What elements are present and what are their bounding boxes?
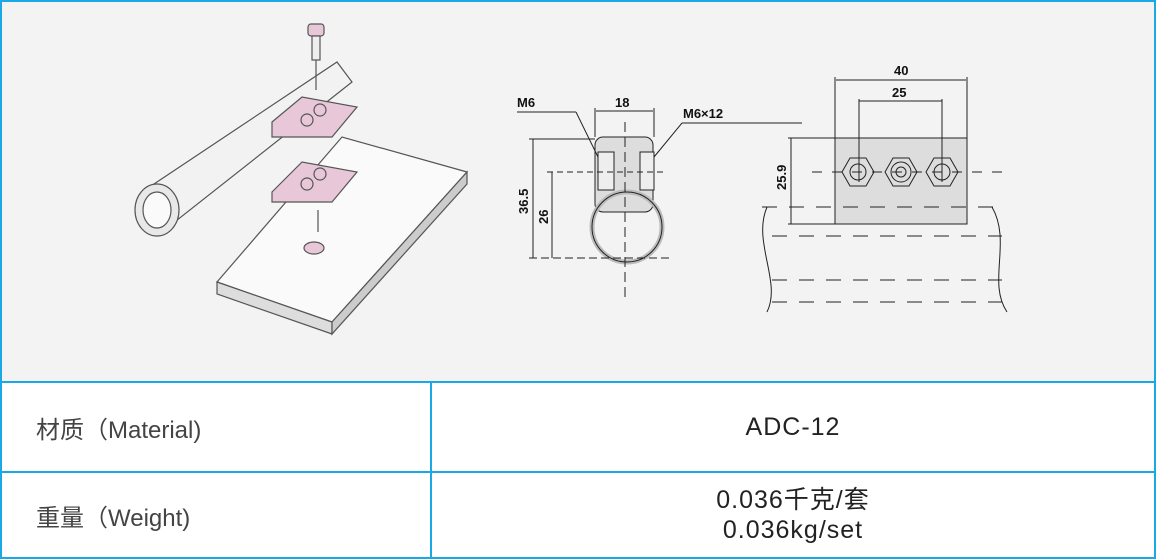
technical-drawing: M6 18 M6×12 36.5 26 40 25 25.9: [134, 23, 1008, 336]
length-dimension-label: 40: [894, 63, 908, 78]
total-height-dimension-label: 36.5: [516, 189, 531, 214]
spec-value: 0.036千克/套: [716, 486, 870, 514]
spec-value-cell: ADC-12: [432, 383, 1154, 471]
front-view-drawing: [517, 108, 802, 302]
technical-drawing-panel: M6 18 M6×12 36.5 26 40 25 25.9: [2, 2, 1154, 383]
spec-value: 0.036kg/set: [722, 516, 864, 544]
nut-size-label: M6: [517, 95, 535, 110]
hole-spacing-dimension-label: 25: [892, 85, 906, 100]
center-height-dimension-label: 26: [536, 210, 551, 224]
isometric-assembly-illustration: [134, 23, 469, 336]
side-view-drawing: [762, 77, 1008, 313]
width-dimension-label: 18: [615, 95, 629, 110]
spec-value-cell: 0.036千克/套 0.036kg/set: [432, 473, 1154, 557]
spec-label: 材质（Material): [2, 383, 432, 471]
spec-label: 重量（Weight): [2, 473, 432, 557]
bolt-size-label: M6×12: [683, 106, 723, 121]
spec-row-weight: 重量（Weight) 0.036千克/套 0.036kg/set: [2, 473, 1154, 557]
block-height-dimension-label: 25.9: [774, 165, 789, 190]
spec-value: ADC-12: [745, 413, 841, 441]
spec-row-material: 材质（Material) ADC-12: [2, 383, 1154, 473]
